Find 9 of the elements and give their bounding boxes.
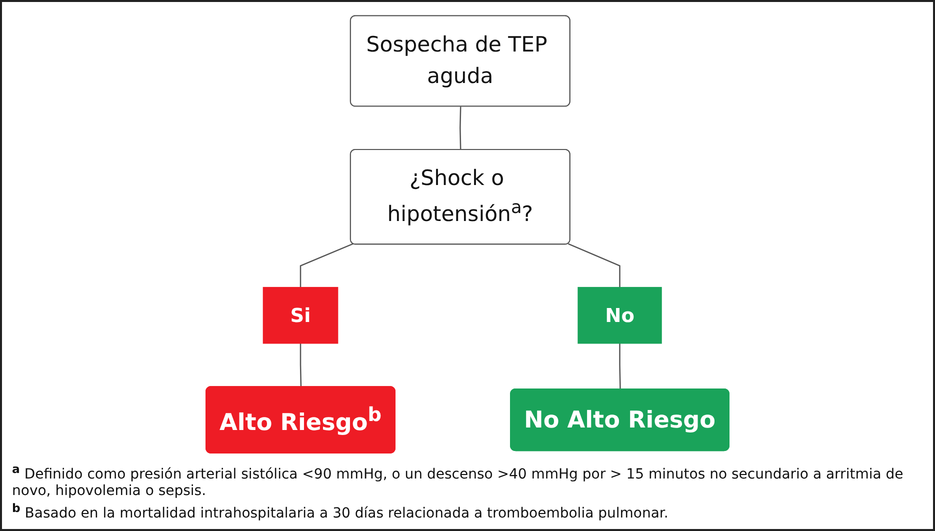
node-box: No <box>578 286 662 344</box>
connector <box>300 243 354 288</box>
node-box: Si <box>262 286 338 344</box>
connector <box>619 343 621 390</box>
connector <box>460 106 462 150</box>
footnote: $^{a}$ Definido como presión arterial sistólica <90 mmHg, o un descenso >40 mmHg por > 15 minutos no secundario a arritmia de novo, hipovolemia o sepsis. <box>12 460 904 500</box>
connector <box>568 243 620 288</box>
connector <box>300 343 302 388</box>
footnote: $^{b}$ Basado en la mortalidad intrahospitalaria a 30 días relacionada a tromboembolia pulmonar. <box>12 500 670 523</box>
